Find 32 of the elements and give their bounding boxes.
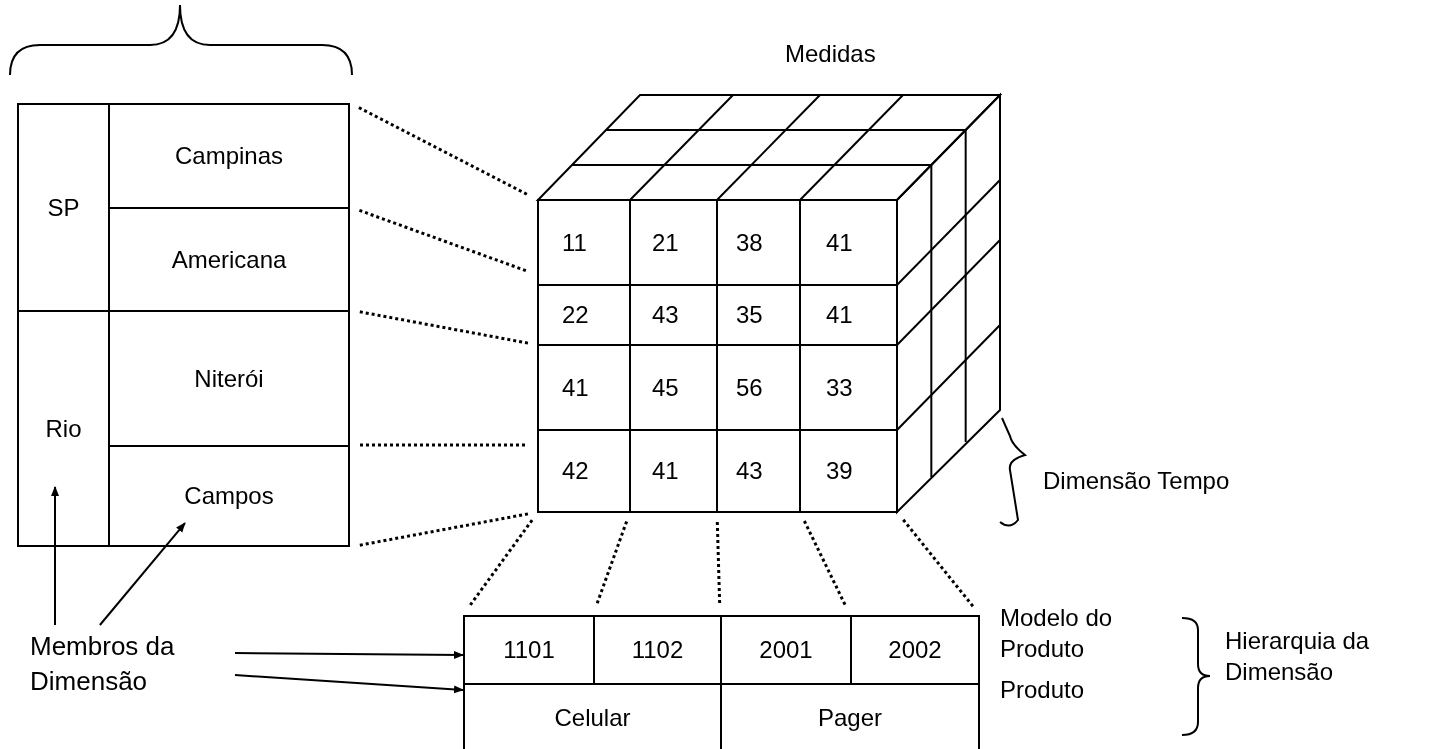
cell-value: 41 — [562, 373, 589, 403]
hierarchy-label: Hierarquia da Dimensão — [1225, 626, 1371, 688]
table-cell: Campinas — [108, 103, 350, 209]
cell-value: 43 — [652, 300, 679, 330]
table-cell: SP — [17, 103, 110, 312]
arrow — [51, 486, 60, 626]
table-cell: Rio — [17, 310, 110, 547]
cell-value: 42 — [562, 456, 589, 486]
caption-text: Membros da Dimensão — [30, 625, 235, 703]
cell-value: 21 — [652, 228, 679, 258]
cell-value: 43 — [736, 456, 763, 486]
cell-value: 22 — [562, 300, 589, 330]
table-cell: 1101 — [463, 615, 595, 685]
cell-value: 56 — [736, 373, 763, 403]
dimension-label: Dimensão Tempo — [1043, 466, 1230, 496]
cell-value: 11 — [562, 228, 587, 258]
cube-heading: Medidas — [785, 39, 876, 69]
cell-value: 35 — [736, 300, 763, 330]
cell-value: 41 — [826, 300, 853, 330]
arrow — [234, 650, 464, 659]
table-cell: 2002 — [850, 615, 980, 685]
cell-value: 41 — [652, 456, 679, 486]
cell-value: 38 — [736, 228, 763, 258]
level-label: Produto — [1000, 675, 1085, 705]
arrow — [234, 674, 464, 694]
arrow — [98, 522, 186, 626]
table-cell: Campos — [108, 445, 350, 547]
level-label: Modelo do Produto — [1000, 603, 1114, 665]
cell-value: 33 — [826, 373, 853, 403]
cell-value: 41 — [826, 228, 853, 258]
cell-value: 39 — [826, 456, 853, 486]
cell-value: 45 — [652, 373, 679, 403]
